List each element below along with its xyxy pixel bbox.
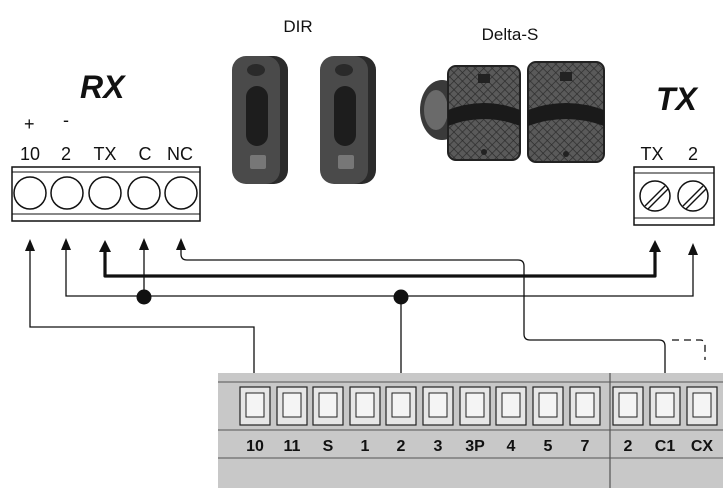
board-terminal-label: 10 (246, 438, 264, 455)
wire-negative-2 (65, 243, 694, 297)
arrowhead (139, 238, 149, 250)
delta-s-photocell-left (420, 65, 521, 161)
rx-terminal-label: 10 (20, 144, 40, 164)
rx-screw-nc (164, 176, 198, 210)
board-terminal-clamp (318, 392, 338, 418)
board-terminal-label: 1 (361, 438, 370, 455)
rx-title: RX (80, 69, 126, 105)
board-terminal-label: 2 (397, 438, 406, 455)
arrowhead (99, 240, 111, 252)
board-terminal-label: CX (691, 438, 714, 455)
board-terminal-labels: 10 11 S 1 2 3 3P 4 5 7 2 C1 CX (246, 438, 713, 455)
arrowhead (25, 239, 35, 251)
board-terminal-clamp (655, 392, 675, 418)
arrowhead (688, 243, 698, 255)
wire-plus-10 (29, 244, 255, 402)
board-terminal-label: S (323, 438, 334, 455)
board-terminal-slots (239, 386, 718, 426)
rx-terminal-label: C (139, 144, 152, 164)
board-terminal-clamp (391, 392, 411, 418)
board-terminal-clamp (245, 392, 265, 418)
dashed-link-c1-cx (672, 339, 706, 360)
wire-nc-to-c1 (180, 243, 666, 402)
board-terminal-clamp (692, 392, 712, 418)
tx-title: TX (656, 81, 699, 117)
tx-terminal-block (633, 166, 715, 226)
arrowhead (61, 238, 71, 250)
arrowhead (176, 238, 186, 250)
rx-terminal-label: NC (167, 144, 193, 164)
arrowhead (649, 240, 661, 252)
board-terminal-clamp (282, 392, 302, 418)
dir-photocell-left (232, 56, 288, 184)
board-terminal-label: 2 (624, 438, 633, 455)
rx-minus-sign: - (63, 110, 69, 130)
delta-s-label: Delta-S (482, 25, 539, 44)
board-terminal-clamp (538, 392, 558, 418)
tx-terminal-label: TX (640, 144, 663, 164)
dir-label: DIR (283, 17, 312, 36)
board-terminal-label: 5 (544, 438, 553, 455)
board-terminal-clamp (575, 392, 595, 418)
board-terminal-clamp (501, 392, 521, 418)
rx-plus-sign: + (24, 114, 35, 134)
rx-screw-10 (13, 176, 47, 210)
board-terminal-label: 4 (507, 438, 516, 455)
board-terminal-label: C1 (655, 438, 676, 455)
rx-terminal-label: 2 (61, 144, 71, 164)
rx-terminal-label: TX (93, 144, 116, 164)
board-terminal-label: 3P (465, 438, 485, 455)
board-terminal-clamp (618, 392, 638, 418)
tx-terminal-label: 2 (688, 144, 698, 164)
board-terminal-clamp (465, 392, 485, 418)
rx-terminal-block (11, 166, 201, 222)
rx-terminal-labels: 10 2 TX C NC (20, 144, 193, 164)
dir-photocell-right (320, 56, 376, 184)
rx-screw-c (127, 176, 161, 210)
board-terminal-label: 3 (434, 438, 443, 455)
board-terminal-label: 7 (581, 438, 590, 455)
rx-screw-2 (50, 176, 84, 210)
delta-s-photocell-right (527, 61, 605, 163)
rx-screw-tx (88, 176, 122, 210)
board-terminal-clamp (355, 392, 375, 418)
junction-dot (136, 289, 152, 305)
board-terminal-clamp (428, 392, 448, 418)
board-terminal-label: 11 (284, 438, 301, 455)
wire-rx-tx-to-tx-tx (103, 244, 657, 278)
